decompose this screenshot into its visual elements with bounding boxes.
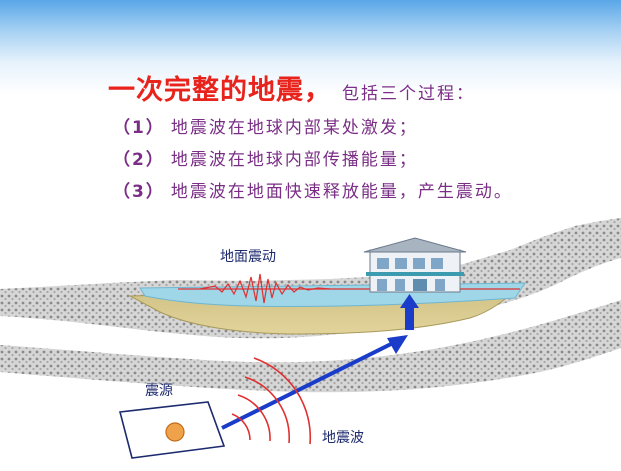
step-number: （1） [113,118,165,138]
step-1: （1）地震波在地球内部某处激发； [113,113,418,138]
upward-arrow-icon [400,294,419,330]
seismic-wave-label: 地震波 [322,430,364,446]
source-label: 震源 [145,383,173,399]
ray-arrowhead [387,335,408,354]
page-title: 一次完整的地震， [108,75,332,106]
step-number: （3） [113,182,165,202]
step-text: 地震波在地球内部传播能量； [170,150,418,170]
epicenter-dot-icon [165,422,185,442]
heading: 一次完整的地震， 包括三个过程： [108,68,475,107]
step-number: （2） [113,150,165,170]
wave-ray [221,340,396,430]
step-text: 地震波在地球内部某处激发； [170,118,418,138]
page-subtitle: 包括三个过程： [342,84,475,104]
step-3: （3）地震波在地面快速释放能量，产生震动。 [113,177,513,202]
step-2: （2）地震波在地球内部传播能量； [113,145,418,170]
wavefronts [231,357,312,445]
step-text: 地震波在地面快速释放能量，产生震动。 [170,182,513,202]
house-icon [363,237,467,293]
seismograph-trace-icon [199,273,331,304]
ground-motion-label: 地面震动 [220,249,276,265]
